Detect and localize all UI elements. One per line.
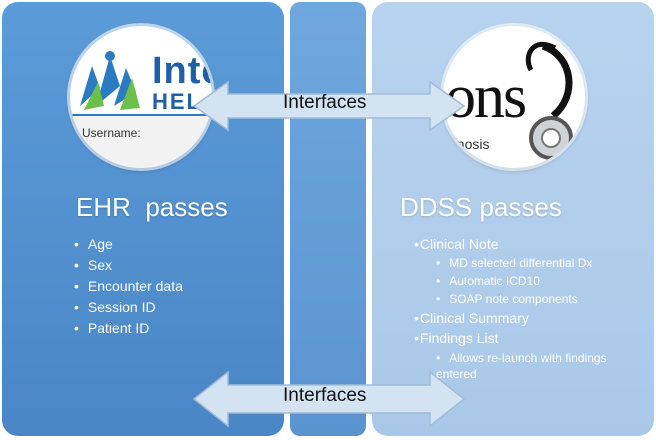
people-logo-icon (80, 51, 140, 110)
interface-column (290, 2, 366, 436)
list-item: Encounter data (74, 278, 183, 299)
interfaces-arrow-bottom (192, 370, 466, 428)
logo-text-primary: Inte (152, 50, 212, 92)
logo-text: ons (445, 63, 527, 131)
ddss-heading: DDSS passes (400, 192, 562, 222)
list-item: Patient ID (74, 320, 183, 341)
list-item: Age (74, 236, 183, 257)
list-subitem: SOAP note components (414, 292, 626, 310)
ddss-list: Clinical Note MD selected differential D… (414, 236, 626, 382)
ehr-logo: Inte HEL Username: (70, 26, 212, 168)
logo-subtext: gnosis (449, 136, 490, 152)
list-item: Findings List (414, 330, 626, 350)
interfaces-label-bottom: Interfaces (283, 385, 367, 406)
interfaces-label-top: Interfaces (283, 92, 367, 113)
list-item: Session ID (74, 299, 183, 320)
ehr-list: Age Sex Encounter data Session ID Patien… (74, 236, 183, 341)
list-item: Clinical Summary (414, 310, 626, 330)
list-subitem: MD selected differential Dx (414, 256, 626, 274)
list-item: Clinical Note (414, 236, 626, 256)
username-label: Username: (82, 126, 141, 140)
login-strip (70, 114, 212, 168)
interfaces-arrow-top (192, 80, 466, 132)
ddss-logo: ons gnosis (443, 26, 585, 168)
list-subitem: Automatic ICD10 (414, 274, 626, 292)
stethoscope-icon (525, 41, 573, 160)
list-subitem: Allows re-launch with findings entered (414, 350, 626, 382)
logo-text-secondary: HEL (152, 89, 202, 114)
list-item: Sex (74, 257, 183, 278)
ehr-heading: EHR passes (76, 192, 228, 222)
